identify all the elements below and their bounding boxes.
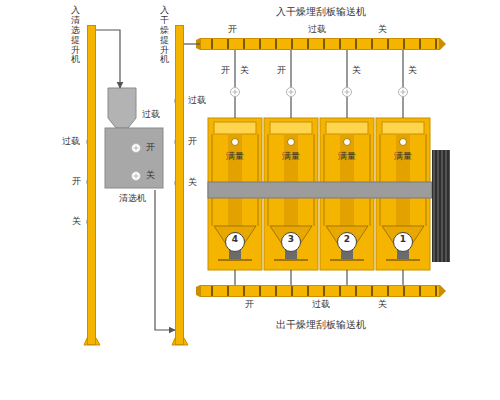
lamp-cross <box>345 90 350 95</box>
node-label: 3 <box>282 233 300 246</box>
hopper <box>108 88 136 128</box>
conveyor-end <box>440 285 446 297</box>
flow-line <box>290 50 291 118</box>
lamp-ring <box>231 88 240 97</box>
flow-line <box>402 50 403 118</box>
node-label: 出干燥埋刮板输送机 <box>201 318 441 332</box>
indicator-lamp <box>132 144 141 153</box>
status-label: 过载 <box>142 110 160 120</box>
dryer: 2 满量 <box>320 118 374 270</box>
status-label: 关 <box>240 66 249 76</box>
callout-number: 4 <box>225 232 245 252</box>
lamp-cross <box>134 146 139 151</box>
burner-panel <box>432 150 450 262</box>
lamp-ring <box>132 144 141 153</box>
status-label: 开 <box>228 25 237 35</box>
vertical-label: 入干燥提升机 <box>160 6 169 65</box>
flow-line <box>346 50 347 118</box>
air-duct <box>208 182 432 198</box>
status-label: 关 <box>146 171 155 181</box>
status-label: 关 <box>378 300 387 310</box>
status-label: 开 <box>245 300 254 310</box>
indicator-lamp <box>399 88 408 97</box>
status-label: 开 <box>146 143 155 153</box>
status-label: 开 <box>188 137 197 147</box>
conveyor-end <box>440 38 446 50</box>
node-label: 4 <box>226 233 244 246</box>
status-label: 过载 <box>312 300 330 310</box>
bucket-elevator: 入干燥提升机 <box>175 25 184 345</box>
node-label: 满量 <box>208 150 262 163</box>
lamp-ring <box>132 172 141 181</box>
status-label: 关 <box>352 66 361 76</box>
cleaner-body <box>105 128 163 188</box>
indicator-lamp <box>343 88 352 97</box>
dryer: 4 满量 <box>208 118 262 270</box>
lamp-cross <box>134 174 139 179</box>
status-label: 开 <box>72 177 81 187</box>
flow-line <box>184 43 200 44</box>
node-label: 1 <box>394 233 412 246</box>
bucket-elevator: 入清选提升机 <box>87 25 96 345</box>
status-label: 关 <box>378 25 387 35</box>
node-label: 清选机 <box>119 192 146 205</box>
lamp-cross <box>233 90 238 95</box>
flow-line <box>346 270 347 285</box>
scraper-conveyor: 出干燥埋刮板输送机 <box>200 285 440 297</box>
status-label: 关 <box>72 217 81 227</box>
scraper-conveyor: 入干燥埋刮板输送机 <box>200 38 440 50</box>
lamp-cross <box>401 90 406 95</box>
indicator-lamp <box>287 88 296 97</box>
status-label: 开 <box>277 66 286 76</box>
dryer: 3 满量 <box>264 118 318 270</box>
lamp-ring <box>287 88 296 97</box>
flow-line <box>290 270 291 285</box>
lamp-ring <box>343 88 352 97</box>
flow-line <box>155 190 175 330</box>
callout-number: 2 <box>337 232 357 252</box>
status-label: 过载 <box>62 137 80 147</box>
flow-line <box>234 50 235 118</box>
node-label: 满量 <box>264 150 318 163</box>
status-label: 关 <box>188 178 197 188</box>
indicator-lamp <box>132 172 141 181</box>
dryer: 1 满量 <box>376 118 430 270</box>
node-label: 满量 <box>376 150 430 163</box>
node-label: 2 <box>338 233 356 246</box>
node-label: 满量 <box>320 150 374 163</box>
flow-line <box>96 30 120 88</box>
callout-number: 3 <box>281 232 301 252</box>
status-label: 关 <box>408 66 417 76</box>
status-label: 过载 <box>308 25 326 35</box>
status-label: 开 <box>221 66 230 76</box>
lamp-ring <box>399 88 408 97</box>
lamp-cross <box>289 90 294 95</box>
vertical-label: 入清选提升机 <box>71 6 80 65</box>
flow-line <box>402 270 403 285</box>
flow-line <box>234 270 235 285</box>
status-label: 过载 <box>188 96 206 106</box>
indicator-lamp <box>231 88 240 97</box>
node-label: 入干燥埋刮板输送机 <box>201 5 441 19</box>
callout-number: 1 <box>393 232 413 252</box>
